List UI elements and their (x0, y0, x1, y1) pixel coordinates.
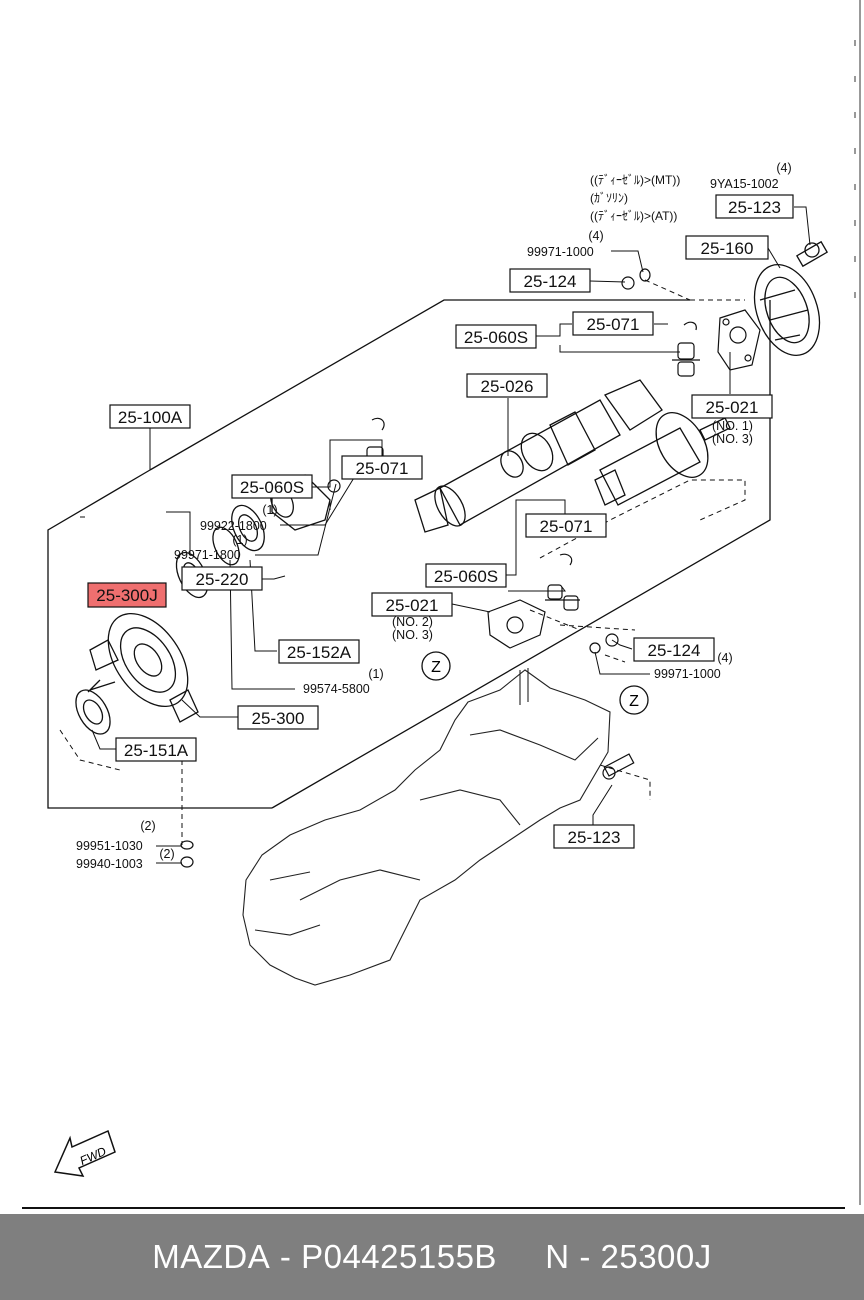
qty-1-a: (1) (262, 503, 277, 517)
part-99971-1000-right: 99971-1000 (654, 667, 721, 681)
footer-sep-4 (591, 1238, 601, 1276)
label-25-300: 25-300 (237, 705, 319, 730)
svg-text:Z: Z (431, 659, 441, 676)
label-25-026: 25-026 (466, 373, 548, 398)
part-99951-1030: 99951-1030 (76, 839, 143, 853)
part-9ya15-1002: 9YA15-1002 (710, 177, 779, 191)
label-25-060s-a: 25-060S (455, 324, 537, 349)
svg-text:25-071: 25-071 (356, 459, 409, 478)
note-no2: (NO. 2) (392, 615, 433, 629)
label-25-071-c: 25-071 (525, 513, 607, 538)
label-25-021-mid: 25-021 (371, 592, 453, 617)
svg-text:25-123: 25-123 (568, 828, 621, 847)
transmission-silhouette (242, 668, 611, 986)
svg-text:25-123: 25-123 (728, 198, 781, 217)
footer-separator-1: - (279, 1238, 292, 1275)
svg-text:25-060S: 25-060S (464, 328, 528, 347)
svg-text:25-021: 25-021 (706, 398, 759, 417)
assembly-outline (47, 299, 771, 809)
z-marker-2: Z (619, 685, 649, 715)
label-25-021-top: 25-021 (691, 394, 773, 419)
footer-brand: MAZDA (152, 1238, 271, 1275)
svg-text:25-071: 25-071 (540, 517, 593, 536)
qty-1-b: (1) (232, 533, 247, 547)
label-25-071-b: 25-071 (341, 455, 423, 480)
label-25-124-right: 25-124 (633, 637, 715, 662)
svg-text:25-021: 25-021 (386, 596, 439, 615)
footer-part-number: P04425155B (301, 1238, 497, 1275)
svg-text:25-160: 25-160 (701, 239, 754, 258)
svg-text:Z: Z (629, 693, 639, 710)
footer-sep-2 (291, 1238, 301, 1276)
label-25-152a: 25-152A (278, 639, 360, 664)
label-25-160: 25-160 (685, 235, 769, 260)
label-25-123-bottom: 25-123 (553, 824, 635, 849)
svg-text:25-060S: 25-060S (240, 478, 304, 497)
svg-text:25-300J: 25-300J (96, 586, 157, 605)
companion-flange-top (717, 309, 761, 371)
svg-text:25-152A: 25-152A (287, 643, 352, 662)
footer-bar: MAZDA - P04425155B N - 25300J (0, 1214, 864, 1300)
label-25-124-top: 25-124 (509, 268, 591, 293)
footer-ref-prefix: N (545, 1238, 570, 1275)
footer-ref-number: 25300J (600, 1238, 712, 1275)
z-marker-1: Z (421, 651, 451, 681)
svg-text:25-060S: 25-060S (434, 567, 498, 586)
footer-separator-2: - (579, 1238, 591, 1275)
qty-1-c: (1) (368, 667, 383, 681)
scan-edge-marks (854, 0, 861, 1205)
u-joint-middle (487, 553, 580, 649)
qty-4-right: (4) (717, 651, 732, 665)
bolt-bottom (180, 268, 651, 868)
svg-text:25-124: 25-124 (648, 641, 701, 660)
driveshaft-exploded-diagram: Z Z FWD ((ﾃﾞｨｰｾﾞﾙ)>(MT)) (ｶﾞｿﾘﾝ) ((ﾃﾞｨｰｾ… (22, 0, 861, 1209)
svg-text:25-100A: 25-100A (118, 408, 183, 427)
note-no1: (NO. 1) (712, 419, 753, 433)
qty-4-mid: (4) (588, 229, 603, 243)
part-99574-5800: 99574-5800 (303, 682, 370, 696)
svg-text:25-151A: 25-151A (124, 741, 189, 760)
part-99971-1800: 99971-1800 (174, 548, 241, 562)
svg-text:25-300: 25-300 (252, 709, 305, 728)
qty-2-b: (2) (159, 847, 174, 861)
svg-text:25-026: 25-026 (481, 377, 534, 396)
qty-2-a: (2) (140, 819, 155, 833)
u-joint-left (327, 417, 400, 493)
differential-cover (753, 240, 829, 356)
footer-gap (497, 1238, 545, 1276)
svg-text:25-220: 25-220 (196, 570, 249, 589)
note-no3-top: (NO. 3) (712, 432, 753, 446)
leader-lines (91, 206, 811, 864)
propeller-shaft-upper (414, 379, 663, 533)
note-diesel-at: ((ﾃﾞｨｰｾﾞﾙ)>(AT)) (590, 209, 677, 223)
label-25-220: 25-220 (181, 566, 263, 591)
part-99922-1800: 99922-1800 (200, 519, 267, 533)
label-25-060s-c: 25-060S (425, 563, 507, 588)
label-25-060s-b: 25-060S (231, 474, 313, 499)
note-no3-mid: (NO. 3) (392, 628, 433, 642)
label-25-100a: 25-100A (109, 404, 191, 429)
label-25-071-a: 25-071 (572, 311, 654, 336)
fwd-arrow-icon: FWD (53, 1129, 116, 1177)
label-25-300j-highlighted: 25-300J (87, 582, 167, 608)
part-99940-1003: 99940-1003 (76, 857, 143, 871)
footer-sep-3 (570, 1238, 580, 1276)
label-25-151a: 25-151A (115, 737, 197, 762)
label-25-123-top: 25-123 (715, 194, 794, 219)
svg-text:25-071: 25-071 (587, 315, 640, 334)
u-joint-top (672, 321, 700, 377)
part-99971-1000-top: 99971-1000 (527, 245, 594, 259)
note-diesel-mt: ((ﾃﾞｨｰｾﾞﾙ)>(MT)) (590, 173, 680, 187)
qty-4-top: (4) (776, 161, 791, 175)
footer-sep-1 (270, 1238, 280, 1276)
propeller-shaft-lower (594, 412, 731, 506)
svg-text:25-124: 25-124 (524, 272, 577, 291)
note-gasoline: (ｶﾞｿﾘﾝ) (590, 191, 628, 205)
